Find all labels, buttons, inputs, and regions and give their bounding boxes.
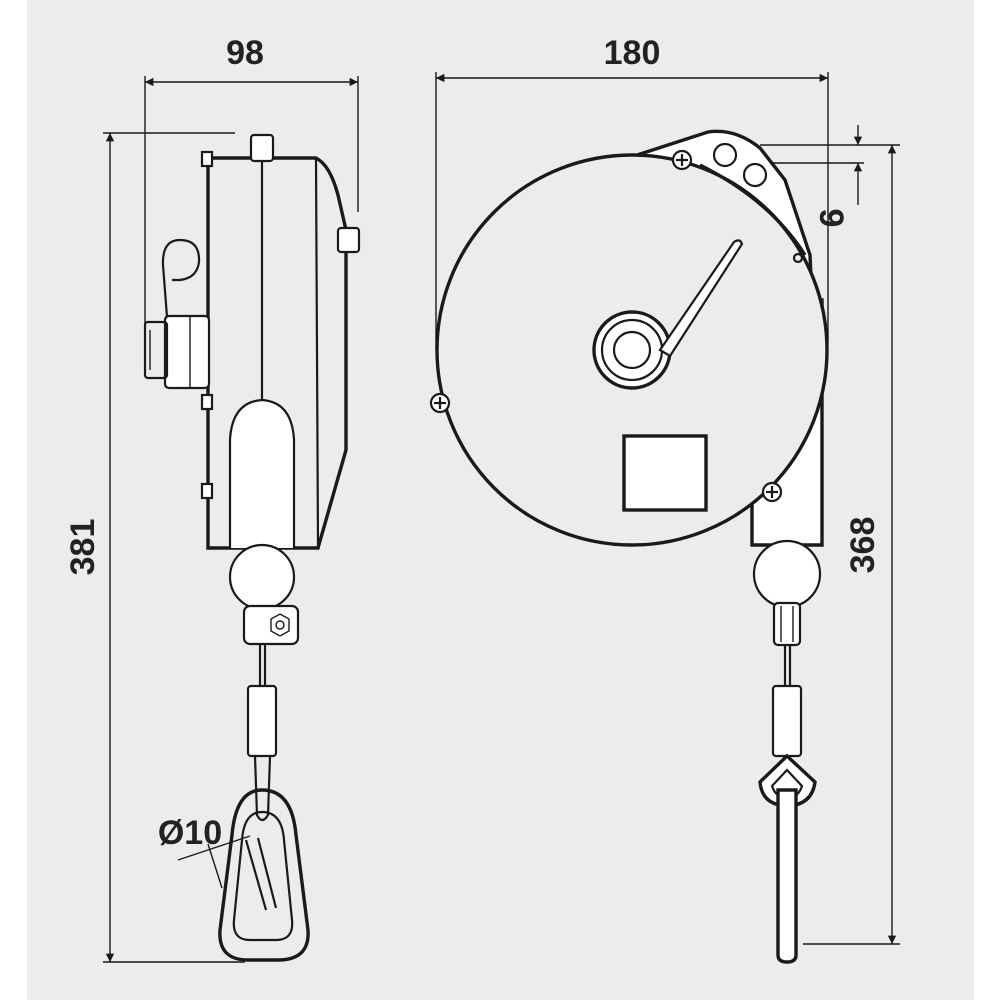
- dim-98-label: 98: [226, 34, 264, 72]
- side-ball: [228, 543, 296, 611]
- front-ball: [752, 539, 822, 609]
- front-screw-right: [761, 481, 783, 503]
- side-stud: [336, 226, 361, 254]
- dim-381-label: 381: [64, 519, 102, 576]
- side-hook-clip: [161, 238, 201, 331]
- side-lock: [163, 314, 211, 390]
- front-lever: [658, 239, 744, 358]
- dim-180-label: 180: [604, 34, 661, 72]
- side-view: [143, 133, 361, 962]
- front-screw-left: [429, 392, 451, 414]
- side-snap-hook: [218, 788, 310, 962]
- front-screw-top: [671, 149, 693, 171]
- front-rod: [776, 788, 798, 964]
- front-sleeve: [771, 684, 803, 758]
- dim-9-label: 9: [812, 209, 850, 228]
- side-sleeve: [246, 684, 278, 758]
- dim-diameter-label: Ø10: [158, 814, 222, 852]
- front-view: [429, 129, 829, 964]
- front-nut: [772, 601, 802, 647]
- dim-368-label: 368: [844, 517, 882, 574]
- top-peg: [249, 133, 275, 163]
- front-label-plate: [622, 434, 708, 512]
- dimension-lines: [103, 72, 900, 963]
